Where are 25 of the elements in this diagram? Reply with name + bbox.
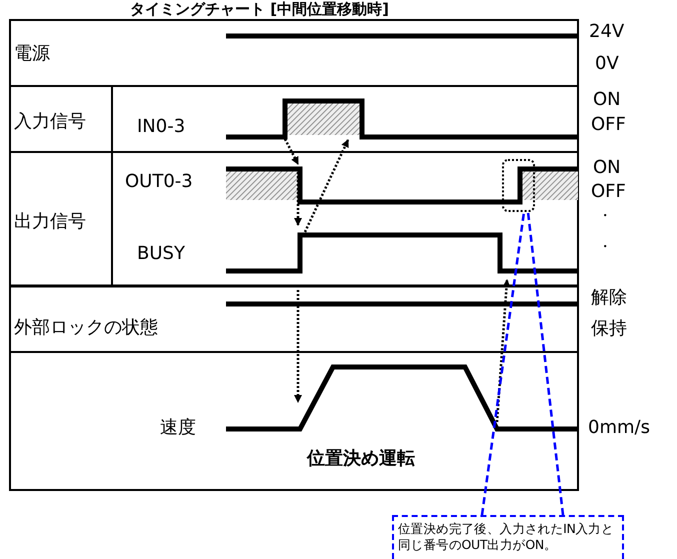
level-label: 解除 xyxy=(591,288,627,308)
signal-name: BUSY xyxy=(137,244,185,264)
level-label: OFF xyxy=(591,115,626,135)
continuation-dots: ・ xyxy=(598,240,612,256)
row-label: 外部ロックの状態 xyxy=(14,318,158,338)
continuation-dots: ・ xyxy=(598,209,612,224)
level-label: 保持 xyxy=(591,319,627,339)
level-label: 24V xyxy=(589,22,624,42)
signal-name: 速度 xyxy=(160,418,196,438)
level-label: ON xyxy=(593,90,621,110)
leader-line xyxy=(526,212,564,516)
row-label: 電源 xyxy=(14,44,50,64)
chart-title: タイミングチャート [中間位置移動時] xyxy=(130,1,389,18)
phase-label: 位置決め運転 xyxy=(307,449,415,469)
leader-line xyxy=(480,212,526,516)
row-label: 出力信号 xyxy=(14,212,86,232)
row-label: 入力信号 xyxy=(14,112,86,132)
signal-name: OUT0-3 xyxy=(125,172,193,192)
level-label: 0V xyxy=(595,54,619,74)
signal-name: IN0-3 xyxy=(137,117,186,137)
level-label: 0mm/s xyxy=(588,418,650,438)
callout-note: 位置決め完了後、入力されたIN入力と同じ番号のOUT出力がON。 xyxy=(392,515,624,559)
level-label: OFF xyxy=(591,182,626,202)
highlight-box xyxy=(502,159,535,212)
level-label: ON xyxy=(593,158,621,178)
